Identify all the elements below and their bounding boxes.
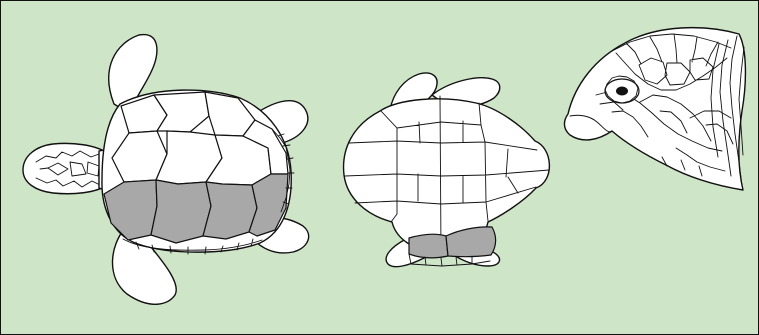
carapace-view	[23, 35, 309, 305]
head-outline-top	[23, 143, 107, 193]
head-lateral-view	[564, 28, 745, 190]
carapace-shaded-scute-2	[151, 180, 211, 243]
plastron-outline	[344, 99, 550, 252]
lateral-head-outline	[564, 28, 745, 190]
carapace-shell	[102, 90, 294, 254]
carapace-shaded-scute-1	[104, 180, 157, 240]
plastron-shaded-scute-1	[409, 234, 448, 257]
eye-icon	[616, 87, 628, 96]
plastron-view	[344, 73, 550, 267]
